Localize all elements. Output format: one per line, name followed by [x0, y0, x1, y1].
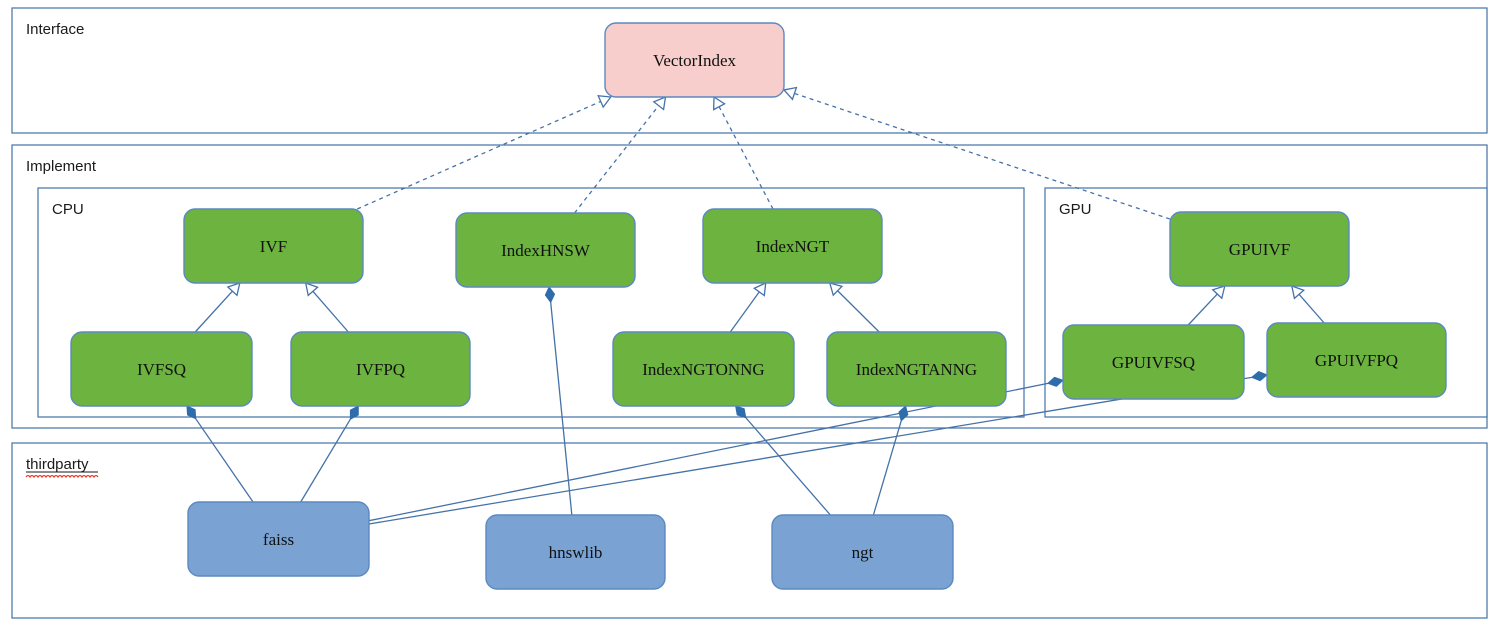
filled-diamond-marker-icon	[544, 286, 556, 304]
node-box[interactable]	[612, 331, 795, 407]
node-box[interactable]	[604, 22, 785, 98]
node-box[interactable]	[70, 331, 253, 407]
hollow-triangle-arrowhead-icon	[1211, 285, 1226, 300]
hollow-triangle-arrowhead-icon	[652, 95, 667, 111]
edge-line	[312, 290, 349, 333]
node-label: GPUIVFSQ	[1112, 353, 1195, 372]
class-node-indexhnsw[interactable]: IndexHNSW	[455, 212, 636, 288]
edge-line	[195, 418, 254, 503]
node-label: VectorIndex	[653, 51, 737, 70]
node-box[interactable]	[485, 514, 666, 590]
spellcheck-squiggle-icon	[25, 474, 99, 479]
edge-ivf-to-vectorindex	[356, 95, 612, 210]
node-label: hnswlib	[549, 543, 603, 562]
class-node-gpuivf[interactable]: GPUIVF	[1169, 211, 1350, 287]
class-node-gpuivfsq[interactable]: GPUIVFSQ	[1062, 324, 1245, 400]
edge-line	[574, 105, 660, 214]
class-node-ivfsq[interactable]: IVFSQ	[70, 331, 253, 407]
edge-ngt-to-indexngtonng	[735, 405, 831, 516]
edge-line	[718, 106, 774, 210]
class-node-hnswlib[interactable]: hnswlib	[485, 514, 666, 590]
hollow-triangle-arrowhead-icon	[597, 95, 612, 109]
class-node-faiss[interactable]: faiss	[187, 501, 370, 577]
node-box[interactable]	[290, 331, 471, 407]
edge-line	[550, 302, 573, 516]
edge-line	[368, 376, 1252, 525]
node-label: IndexHNSW	[501, 241, 591, 260]
node-label: IVFPQ	[356, 360, 405, 379]
node-box[interactable]	[1062, 324, 1245, 400]
group-label-thirdparty: thirdparty	[26, 456, 89, 473]
class-node-ivf[interactable]: IVF	[183, 208, 364, 284]
node-box[interactable]	[702, 208, 883, 284]
hollow-triangle-arrowhead-icon	[712, 95, 726, 111]
group-label-cpu: CPU	[52, 201, 84, 218]
node-box[interactable]	[187, 501, 370, 577]
node-box[interactable]	[455, 212, 636, 288]
filled-diamond-marker-icon	[898, 405, 909, 422]
node-label: IndexNGTONNG	[642, 360, 764, 379]
hollow-triangle-arrowhead-icon	[304, 282, 319, 297]
hollow-triangle-arrowhead-icon	[226, 282, 241, 297]
edge-line	[837, 290, 880, 333]
edge-line	[1298, 293, 1325, 324]
class-node-vectorindex[interactable]: VectorIndex	[604, 22, 785, 98]
class-node-ivfpq[interactable]: IVFPQ	[290, 331, 471, 407]
node-box[interactable]	[183, 208, 364, 284]
filled-diamond-marker-icon	[735, 405, 747, 419]
filled-diamond-marker-icon	[349, 405, 359, 421]
node-label: IndexNGTANNG	[856, 360, 977, 379]
node-label: GPUIVF	[1229, 240, 1290, 259]
node-box[interactable]	[771, 514, 954, 590]
class-node-ngt[interactable]: ngt	[771, 514, 954, 590]
edge-gpuivfpq-to-gpuivf	[1290, 285, 1325, 324]
edge-faiss-to-ivfsq	[186, 405, 254, 503]
node-label: IVFSQ	[137, 360, 186, 379]
edge-ivfsq-to-ivf	[194, 282, 241, 333]
edge-indexngtonng-to-indexngt	[729, 281, 767, 333]
group-label-implement: Implement	[26, 158, 97, 175]
edge-line	[729, 291, 760, 333]
edge-hnswlib-to-indexhnsw	[544, 286, 573, 516]
filled-diamond-marker-icon	[1250, 371, 1268, 382]
edge-faiss-to-ivfpq	[300, 405, 359, 503]
class-node-indexngt[interactable]: IndexNGT	[702, 208, 883, 284]
edge-indexhnsw-to-vectorindex	[574, 95, 667, 214]
hollow-triangle-arrowhead-icon	[752, 281, 767, 297]
class-node-indexngtanng[interactable]: IndexNGTANNG	[826, 331, 1007, 407]
edge-ivfpq-to-ivf	[304, 282, 349, 333]
node-box[interactable]	[826, 331, 1007, 407]
class-node-indexngtonng[interactable]: IndexNGTONNG	[612, 331, 795, 407]
edge-line	[794, 92, 1171, 220]
group-label-interface: Interface	[26, 21, 84, 38]
group-label-gpu: GPU	[1059, 201, 1092, 218]
node-label: GPUIVFPQ	[1315, 351, 1398, 370]
edge-ngt-to-indexngtanng	[872, 405, 909, 516]
relationship-edges	[186, 86, 1325, 525]
edge-line	[194, 290, 233, 333]
hollow-triangle-arrowhead-icon	[782, 86, 798, 101]
edge-line	[872, 420, 902, 516]
edge-indexngt-to-vectorindex	[712, 95, 774, 210]
filled-diamond-marker-icon	[1046, 376, 1064, 387]
edge-line	[745, 417, 831, 516]
filled-diamond-marker-icon	[186, 405, 197, 420]
edge-gpuivf-to-vectorindex	[782, 86, 1171, 220]
edge-line	[1187, 293, 1218, 326]
hollow-triangle-arrowhead-icon	[1290, 285, 1306, 300]
node-label: faiss	[263, 530, 294, 549]
node-label: ngt	[852, 543, 874, 562]
edge-line	[300, 418, 351, 503]
node-label: IndexNGT	[756, 237, 830, 256]
hollow-triangle-arrowhead-icon	[828, 282, 844, 297]
edge-faiss-to-gpuivfpq	[368, 371, 1268, 525]
node-box[interactable]	[1169, 211, 1350, 287]
node-box[interactable]	[1266, 322, 1447, 398]
node-label: IVF	[260, 237, 287, 256]
edge-gpuivfsq-to-gpuivf	[1187, 285, 1226, 326]
class-node-gpuivfpq[interactable]: GPUIVFPQ	[1266, 322, 1447, 398]
edge-indexngtanng-to-indexngt	[828, 282, 880, 333]
